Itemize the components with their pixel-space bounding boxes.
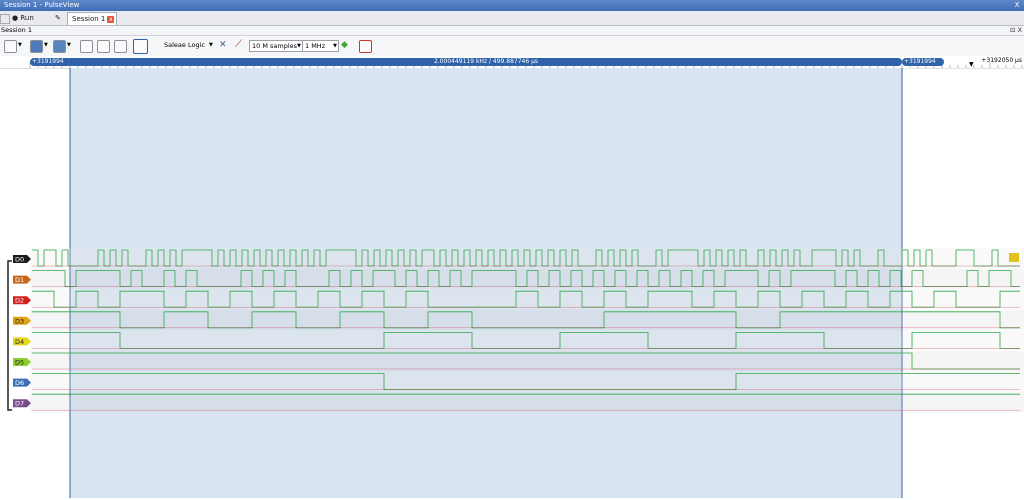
ruler-edge-label: +3192050 µs (981, 57, 1022, 64)
title-bar: Session 1 - PulseView X (0, 0, 1024, 11)
chevron-down-icon[interactable]: ▼ (44, 42, 48, 48)
dock-controls[interactable]: ⊡ X (1010, 26, 1022, 34)
chevron-down-icon: ▼ (297, 43, 301, 49)
channel-label: D0 (15, 256, 24, 264)
channel-row (30, 351, 1024, 371)
chevron-down-icon[interactable]: ▼ (67, 42, 71, 48)
zoom-in-icon[interactable] (80, 40, 93, 53)
cursor-measurement: 2.000449119 kHz / 499.887746 µs (70, 58, 902, 66)
cursor-toggle-icon[interactable] (133, 39, 148, 54)
close-tab-icon[interactable]: x (107, 15, 115, 23)
waveform-d1 (32, 270, 1020, 287)
channel-row (30, 248, 1024, 268)
run-icon: ● (12, 14, 19, 22)
sample-count-value: 10 M samples (252, 42, 298, 50)
main-toolbar: ▼ ▼ ▼ Saleae Logic ▼ ✕ ⟋ 10 M samples▼ 1… (0, 36, 1024, 57)
right-cursor-label[interactable]: +3191994 µs (902, 58, 944, 73)
session-tab-label: Session 1 (72, 15, 106, 23)
session-label: Session 1 (1, 26, 33, 34)
channel-tag-d3[interactable] (13, 316, 31, 325)
channel-row (30, 309, 1024, 330)
channel-tag-d1[interactable] (13, 275, 31, 284)
run-capture-icon[interactable]: ◆ (341, 40, 348, 50)
run-tab-label: Run (20, 14, 34, 22)
channel-label: D1 (15, 276, 24, 284)
probe-icon[interactable]: ⟋ (235, 39, 242, 50)
channel-row (30, 371, 1024, 392)
chevron-down-icon[interactable]: ▼ (209, 42, 213, 48)
sample-rate-select[interactable]: 1 MHz ▼ (302, 40, 339, 52)
run-tab[interactable]: ● Run (12, 12, 34, 24)
cursor-selection-region (70, 68, 902, 498)
channel-row (30, 289, 1024, 310)
device-selector[interactable]: Saleae Logic (164, 41, 205, 49)
channel-tag-d5[interactable] (13, 358, 31, 366)
channel-label: D7 (15, 400, 24, 408)
channel-tag-d0[interactable] (13, 255, 31, 263)
channel-label: D6 (15, 379, 24, 387)
decoders-icon[interactable] (359, 40, 372, 53)
zoom-out-icon[interactable] (97, 40, 110, 53)
channel-label: D3 (15, 317, 24, 325)
channel-tag-d6[interactable] (13, 378, 31, 387)
channel-tag-d7[interactable] (13, 399, 31, 408)
channel-tag-d2[interactable] (13, 296, 31, 305)
new-file-icon[interactable] (4, 40, 17, 53)
channel-label: D2 (15, 297, 24, 305)
channel-row (30, 330, 1024, 351)
channel-label: D4 (15, 338, 24, 346)
new-session-icon[interactable] (0, 14, 10, 24)
waveform-d4 (32, 332, 1020, 349)
trigger-marker[interactable] (1009, 253, 1019, 262)
channel-tag-d4[interactable] (13, 337, 31, 346)
open-folder-icon[interactable] (30, 40, 43, 53)
chevron-down-icon[interactable]: ▼ (18, 42, 22, 48)
channel-label: D5 (15, 359, 24, 367)
trigger-marker-icon: ▼ (969, 61, 974, 68)
configure-icon[interactable]: ✎ (55, 14, 61, 22)
zoom-fit-icon[interactable] (114, 40, 127, 53)
chevron-down-icon: ▼ (333, 43, 337, 49)
channel-row (30, 392, 1024, 413)
sample-count-select[interactable]: 10 M samples▼ (249, 40, 303, 52)
save-icon[interactable] (53, 40, 66, 53)
channel-group-bracket (7, 260, 12, 411)
device-config-icon[interactable]: ✕ (219, 40, 227, 50)
session-header: Session 1 ⊡ X (0, 26, 1024, 36)
sample-rate-value: 1 MHz (305, 42, 326, 50)
left-cursor-label[interactable]: +3191994 µs (30, 58, 72, 73)
window-close-button[interactable]: X (1014, 1, 1020, 9)
window-title: Session 1 - PulseView (4, 1, 80, 9)
